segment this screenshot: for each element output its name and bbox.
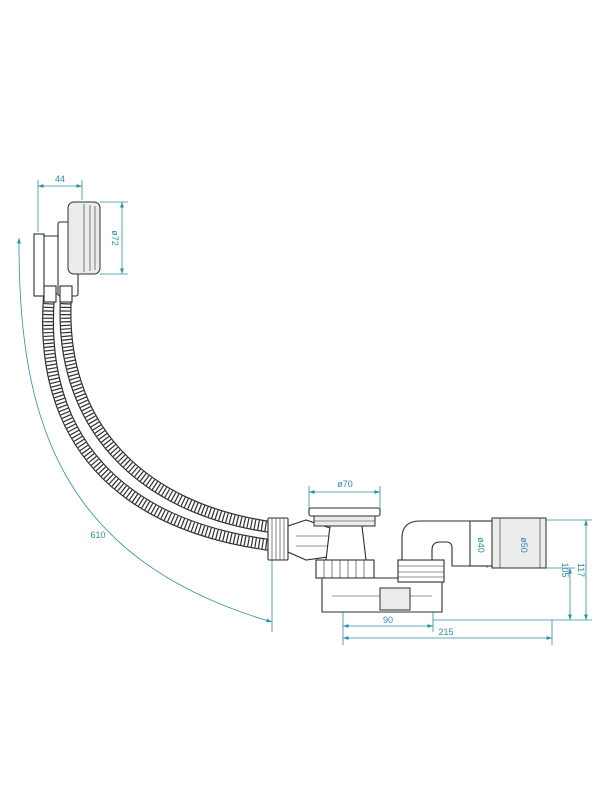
dimension-labels: 44 ø72 610 ø70 ø40 ø50 105 117 90 215 — [55, 174, 586, 637]
cable-length-label: 610 — [90, 530, 105, 540]
total-length-label: 215 — [438, 627, 453, 637]
overflow-depth-label: 44 — [55, 174, 65, 184]
trap-offset-label: 90 — [383, 615, 393, 625]
dimension-lines — [17, 180, 592, 645]
cable-connector — [267, 517, 335, 561]
outlet-height-label: 105 — [560, 562, 570, 577]
trap-inner-diameter-label: ø40 — [476, 537, 486, 553]
overflow-diameter-label: ø72 — [110, 230, 120, 246]
waste-diameter-label: ø70 — [337, 479, 353, 489]
total-height-label: 117 — [576, 563, 586, 577]
flexible-cable-hoses — [42, 295, 271, 551]
outlet-diameter-label: ø50 — [519, 537, 529, 553]
trap-riser-and-elbow — [397, 517, 547, 583]
overflow-assembly — [33, 201, 101, 303]
waste-body — [308, 507, 381, 579]
trap-body — [321, 577, 443, 613]
